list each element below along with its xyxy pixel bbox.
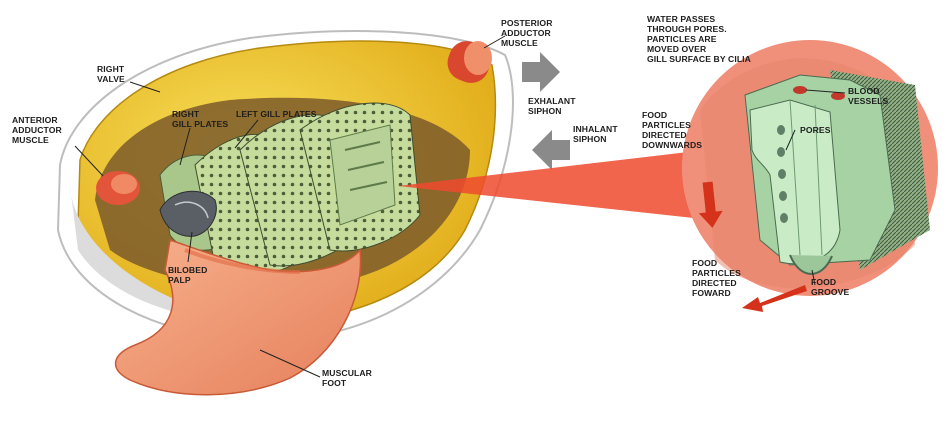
- inhalant-arrow: [532, 130, 570, 170]
- label-pores: PORES: [800, 125, 831, 135]
- pore: [778, 169, 786, 179]
- pore: [777, 125, 785, 135]
- forward-arrow: [742, 285, 807, 312]
- downward-arrow: [698, 181, 723, 228]
- posterior-adductor-muscle: [447, 41, 492, 83]
- pore: [779, 191, 787, 201]
- blood-vessel: [831, 92, 845, 100]
- bilobed-palp: [159, 190, 217, 237]
- pore: [780, 213, 788, 223]
- food-groove-channel: [789, 254, 833, 275]
- anterior-adductor-muscle: [96, 171, 140, 205]
- magnification-beam: [398, 150, 712, 220]
- blood-vessel: [793, 86, 807, 94]
- gill-plates-group: [159, 102, 421, 275]
- magnified-gill-view: [682, 40, 938, 312]
- inner-shell-rim: [70, 185, 230, 319]
- leader-lines: [74, 35, 846, 378]
- label-left-gill-plates: LEFT GILL PLATES: [236, 109, 317, 119]
- exhalant-arrow: [522, 52, 560, 92]
- muscular-foot: [114, 239, 362, 396]
- pore: [777, 147, 785, 157]
